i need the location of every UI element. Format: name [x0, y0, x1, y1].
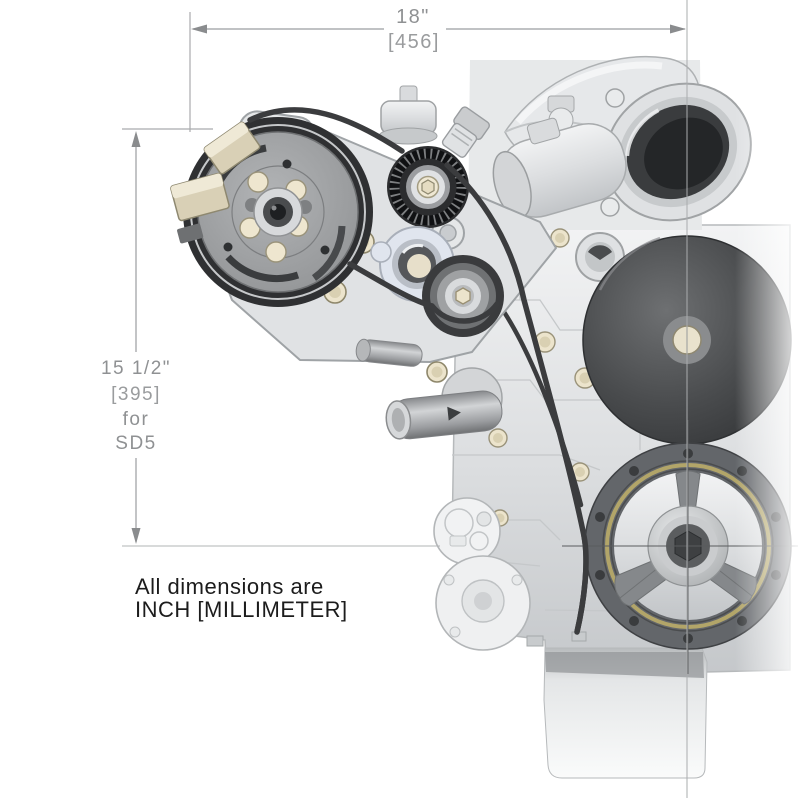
oil-pump-cover	[435, 555, 531, 651]
thermostat-housing	[492, 117, 627, 219]
arrow-up-icon	[131, 131, 141, 147]
dim-height-inches: 15 1/2"	[101, 358, 171, 379]
throttle-body-flange-bolts	[600, 88, 625, 217]
pan-flange-tab	[526, 635, 544, 647]
dimension-note: All dimensions are INCH [MILLIMETER]	[135, 574, 348, 622]
cam-sensor-connector	[441, 106, 490, 158]
image-fade	[735, 0, 800, 800]
compressor-fitting-top	[203, 121, 261, 175]
arrow-down-icon	[131, 528, 141, 544]
dim-width-inches: 18"	[396, 6, 430, 28]
note-line2: INCH [MILLIMETER]	[135, 597, 348, 622]
flow-arrow-mark	[447, 406, 461, 421]
idler-pulley	[422, 255, 504, 337]
engine-block-bolts	[488, 228, 596, 527]
water-pump-port	[370, 226, 455, 309]
tensioner-pulley	[387, 146, 469, 228]
distributor	[433, 497, 501, 565]
note-line1: All dimensions are	[135, 574, 324, 599]
throttle-body	[604, 82, 752, 222]
breather-cap	[378, 85, 438, 145]
dim-width-mm: [456]	[388, 31, 440, 53]
dimension-height: 15 1/2" [395] for SD5	[101, 128, 440, 547]
dim-height-sd5: SD5	[115, 433, 156, 454]
dim-height-mm: [395]	[111, 384, 161, 405]
dim-height-for: for	[123, 409, 150, 430]
arrow-right-icon	[670, 24, 686, 34]
oil-pan	[526, 631, 708, 779]
dimension-width: 18" [456]	[189, 0, 688, 798]
heater-tube	[355, 338, 423, 367]
water-outlet	[385, 367, 503, 440]
tensioner-bolt	[421, 179, 435, 195]
idler-bolt	[455, 287, 471, 305]
ac-compressor	[170, 117, 373, 307]
belt-crank-wrap	[574, 533, 589, 635]
clutch-dark-dots	[223, 159, 330, 255]
arrow-left-icon	[191, 24, 207, 34]
compressor-port-cap	[177, 223, 204, 244]
compressor-fitting-left	[170, 172, 230, 222]
